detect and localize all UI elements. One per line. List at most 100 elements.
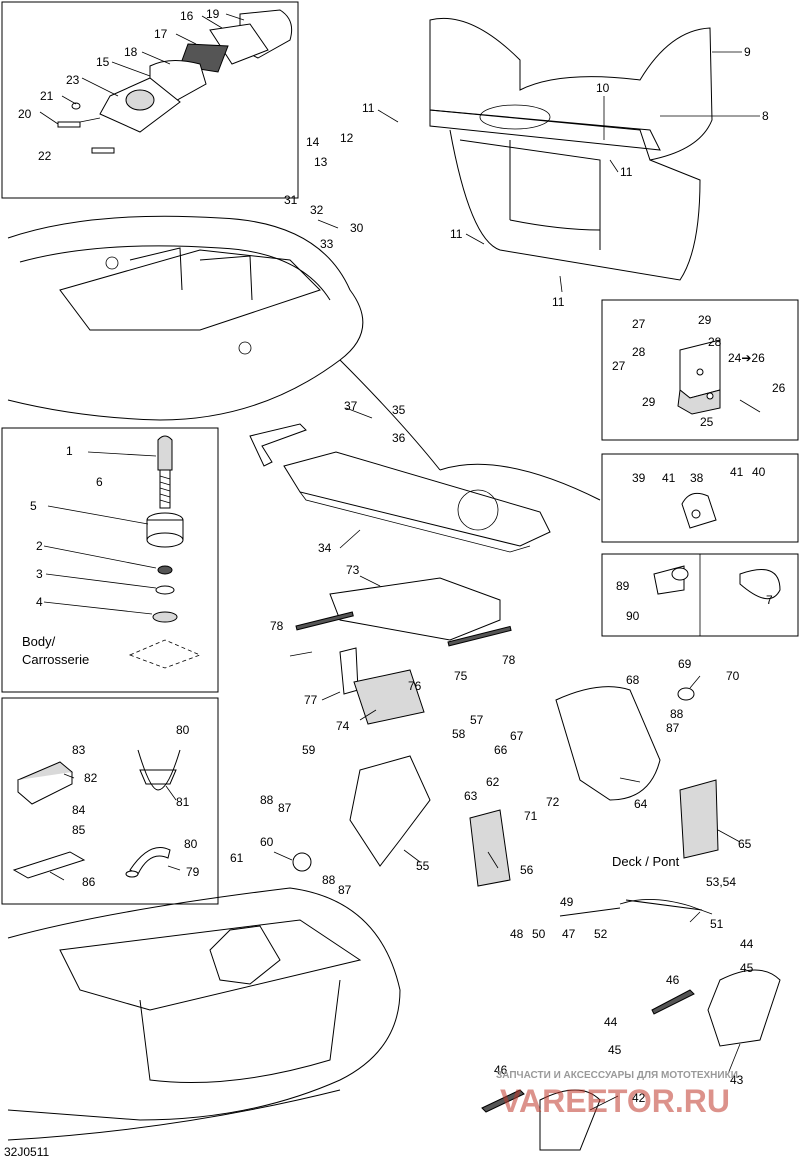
callout-28a: 28 [708, 335, 722, 349]
callout-83: 83 [72, 743, 86, 757]
callout-75: 75 [454, 669, 468, 683]
callout-42: 42 [632, 1091, 646, 1105]
center-bracket [292, 647, 511, 887]
callout-37: 37 [344, 399, 358, 413]
callout-14: 14 [306, 135, 320, 149]
callout-47: 47 [562, 927, 576, 941]
seat-base [429, 17, 713, 281]
callout-51: 51 [710, 917, 724, 931]
callout-28b: 28 [632, 345, 646, 359]
callout-78b: 78 [502, 653, 516, 667]
deck-label: Deck / Pont [612, 854, 680, 869]
callout-66: 66 [494, 743, 508, 757]
body-label-fr: Carrosserie [22, 652, 89, 667]
latch-assembly [57, 9, 293, 154]
callout-63: 63 [464, 789, 478, 803]
callout-77: 77 [304, 693, 318, 707]
callout-5: 5 [30, 499, 37, 513]
callout-32: 32 [310, 203, 324, 217]
callout-48: 48 [510, 927, 524, 941]
callout-22: 22 [38, 149, 52, 163]
storage-tray [249, 423, 601, 553]
callout-44a: 44 [740, 937, 754, 951]
hull-front [7, 215, 441, 471]
callout-65: 65 [738, 837, 752, 851]
callout-33: 33 [320, 237, 334, 251]
side-panel [555, 686, 719, 859]
callout-31: 31 [284, 193, 298, 207]
callout-2: 2 [36, 539, 43, 553]
glovebox-lid [295, 577, 512, 647]
callout-11b: 11 [620, 165, 633, 179]
callout-9: 9 [744, 45, 751, 59]
callout-61: 61 [230, 851, 244, 865]
callout-8: 8 [762, 109, 769, 123]
inset-box-latch [1, 1, 299, 199]
callout-40: 40 [752, 465, 766, 479]
inset-box-tray-hardware [1, 697, 219, 905]
callout-labels: 1 2 3 4 5 6 7 8 9 10 11 11 11 11 12 13 1… [18, 7, 786, 1105]
inset-box-fastener-38 [601, 453, 799, 543]
callout-87b: 87 [338, 883, 352, 897]
callout-57: 57 [470, 713, 484, 727]
callout-3: 3 [36, 567, 43, 581]
callout-24: 24➔26 [728, 351, 765, 365]
callout-70: 70 [726, 669, 740, 683]
callout-11d: 11 [552, 295, 565, 309]
callout-25: 25 [700, 415, 714, 429]
callout-45b: 45 [608, 1043, 622, 1057]
callout-50: 50 [532, 927, 546, 941]
callout-36: 36 [392, 431, 406, 445]
callout-6: 6 [96, 475, 103, 489]
callout-30: 30 [350, 221, 364, 235]
callout-78a: 78 [270, 619, 284, 633]
callout-38: 38 [690, 471, 704, 485]
callout-64: 64 [634, 797, 648, 811]
callout-87a: 87 [278, 801, 292, 815]
callout-46a: 46 [666, 973, 680, 987]
callout-15: 15 [96, 55, 110, 69]
callout-13: 13 [314, 155, 328, 169]
callout-49: 49 [560, 895, 574, 909]
watermark-line1: ЗАПЧАСТИ И АКСЕССУАРЫ ДЛЯ МОТОТЕХНИКИ [496, 1070, 738, 1081]
callout-80a: 80 [176, 723, 190, 737]
callout-29a: 29 [698, 313, 712, 327]
inset-box-mount [1, 427, 219, 693]
callout-21: 21 [40, 89, 54, 103]
callout-35: 35 [392, 403, 406, 417]
callout-90: 90 [626, 609, 640, 623]
callout-43: 43 [730, 1073, 744, 1087]
callout-76: 76 [408, 679, 422, 693]
callout-29b: 29 [642, 395, 656, 409]
callout-10: 10 [596, 81, 610, 95]
callout-74: 74 [336, 719, 350, 733]
callout-44b: 44 [604, 1015, 618, 1029]
callout-4: 4 [36, 595, 43, 609]
hull-rear [7, 887, 781, 1151]
callout-19: 19 [206, 7, 220, 21]
callout-80b: 80 [184, 837, 198, 851]
callout-60: 60 [260, 835, 274, 849]
callout-84: 84 [72, 803, 86, 817]
callout-27b: 27 [612, 359, 626, 373]
callout-45a: 45 [740, 961, 754, 975]
callout-11c: 11 [450, 227, 463, 241]
callout-67: 67 [510, 729, 524, 743]
callout-86: 86 [82, 875, 96, 889]
tray-hardware [12, 749, 181, 879]
callout-17: 17 [154, 27, 168, 41]
mount-stack [128, 435, 202, 669]
watermark-line2: VAREETOR.RU [500, 1083, 730, 1119]
callout-26: 26 [772, 381, 786, 395]
callout-7: 7 [766, 593, 773, 607]
callout-1: 1 [66, 444, 73, 458]
callout-81: 81 [176, 795, 190, 809]
callout-20: 20 [18, 107, 32, 121]
callout-52: 52 [594, 927, 608, 941]
callout-88c: 88 [670, 707, 684, 721]
callout-34: 34 [318, 541, 332, 555]
callout-73: 73 [346, 563, 360, 577]
callout-58: 58 [452, 727, 466, 741]
inset-box-bracket [601, 299, 799, 441]
